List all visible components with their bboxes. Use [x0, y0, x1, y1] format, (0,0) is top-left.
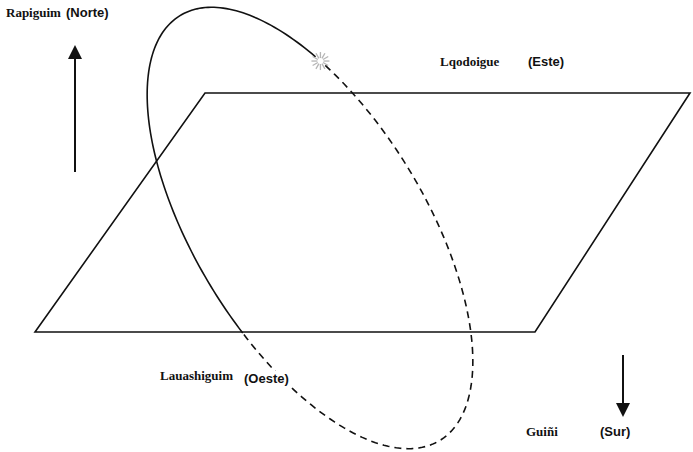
north-arrow — [74, 52, 76, 172]
sun-ray — [320, 52, 321, 58]
sun-ray — [311, 60, 317, 61]
orbit-hidden — [243, 65, 473, 448]
sun-ray — [320, 64, 321, 70]
direction-name: Lauashiguim — [158, 368, 235, 384]
sun-symbol — [311, 52, 329, 70]
sun-ray — [323, 60, 329, 61]
horizon-plane — [35, 93, 690, 332]
direction-name: Lqodoigue — [438, 54, 501, 70]
direction-name: Guiñi — [524, 424, 560, 440]
sun-ray — [322, 53, 325, 58]
sun-ray — [316, 64, 319, 69]
sun-ray — [313, 57, 318, 60]
direction-gloss: (Este) — [526, 54, 566, 70]
direction-gloss: (Oeste) — [242, 371, 291, 387]
direction-gloss: (Norte) — [64, 5, 111, 21]
sun-ray — [313, 63, 318, 66]
direction-gloss: (Sur) — [598, 424, 632, 440]
south-arrow — [622, 355, 624, 410]
orbit-visible — [147, 7, 315, 333]
sun-ray — [322, 64, 325, 69]
sun-ray — [316, 53, 319, 58]
sun-ray — [323, 57, 328, 60]
sun-ray — [323, 63, 328, 66]
direction-name: Rapiguim — [4, 5, 63, 21]
